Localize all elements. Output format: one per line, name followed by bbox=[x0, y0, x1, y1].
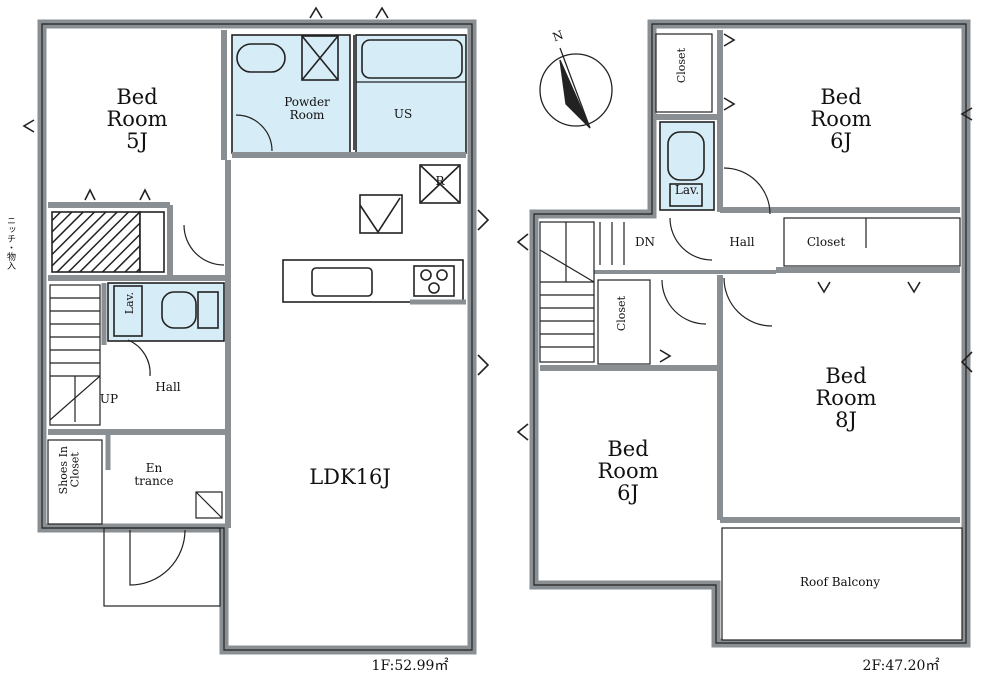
unit-bath-label: US bbox=[393, 107, 413, 121]
stairs-1f bbox=[49, 284, 101, 426]
closet-left-label: Closet bbox=[615, 296, 628, 332]
unit-bath bbox=[355, 34, 467, 154]
lav-2f bbox=[659, 121, 715, 211]
floor2-plan bbox=[516, 19, 973, 648]
powder-room-label: Powder Room bbox=[284, 95, 330, 122]
closet-hall-label: Closet bbox=[806, 235, 846, 249]
stairs-up-label: UP bbox=[99, 392, 119, 406]
ldk-label: LDK16J bbox=[309, 465, 391, 489]
bedroom-6j-low-label: Bed Room 6J bbox=[597, 437, 659, 506]
stairs-2f bbox=[539, 221, 625, 363]
floor1-area: 1F:52.99㎡ bbox=[371, 658, 449, 674]
floor1-plan bbox=[22, 6, 490, 655]
roof-balcony-label: Roof Balcony bbox=[799, 575, 880, 589]
bedroom-6j-top-label: Bed Room 6J bbox=[810, 85, 872, 154]
floor2-area: 2F:47.20㎡ bbox=[862, 658, 940, 674]
hatched-storage bbox=[51, 211, 141, 273]
lav-2f-label: Lav. bbox=[674, 183, 700, 197]
powder-room bbox=[231, 34, 351, 154]
stairs-down-label: DN bbox=[634, 235, 656, 249]
roof-balcony bbox=[721, 527, 963, 641]
shoes-closet-label: Shoes In Closet bbox=[57, 446, 82, 495]
entrance-label: En trance bbox=[134, 461, 174, 488]
hall-2f-label: Hall bbox=[729, 235, 755, 249]
niche-storage-note: ニッチ・物入 bbox=[5, 216, 15, 270]
closet-top-label: Closet bbox=[675, 48, 688, 84]
compass-rose bbox=[539, 47, 613, 129]
bedroom-5j-label: Bed Room 5J bbox=[106, 85, 168, 154]
fridge-label: R bbox=[435, 174, 445, 188]
lav-1f-label: Lav. bbox=[123, 292, 136, 315]
bedroom-8j-label: Bed Room 8J bbox=[815, 364, 877, 433]
hall-1f-label: Hall bbox=[155, 380, 181, 394]
